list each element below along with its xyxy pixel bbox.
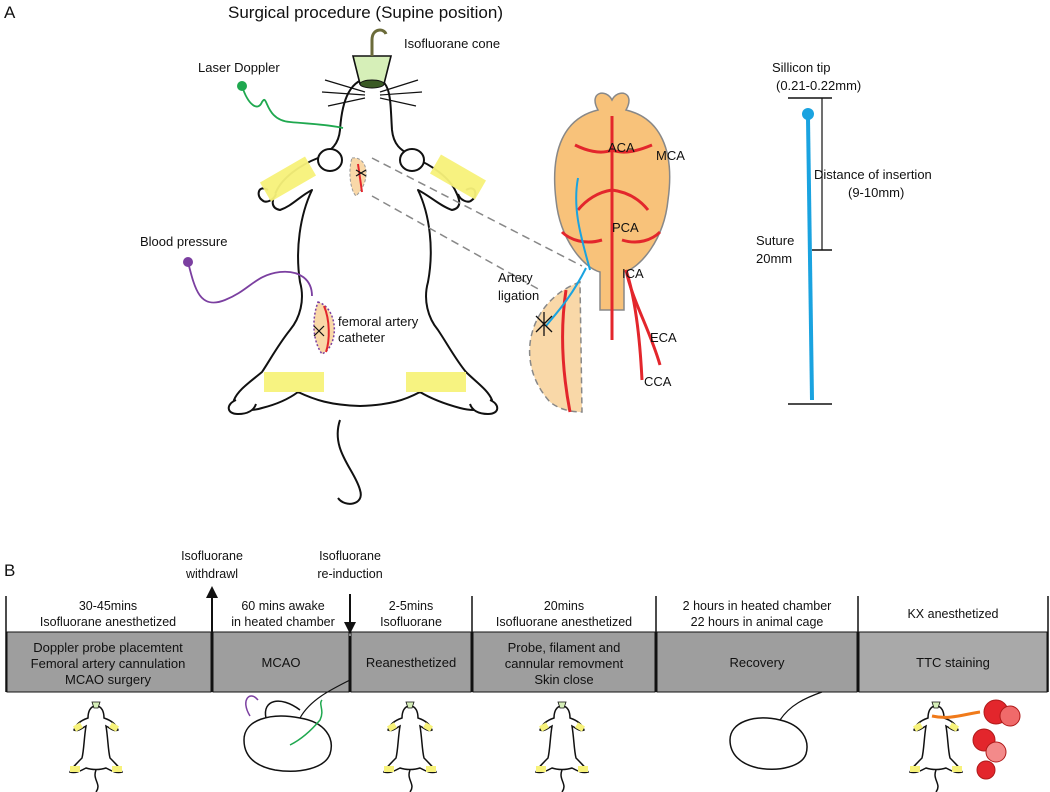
stage1-box-line1: Doppler probe placemtent	[33, 640, 183, 655]
eca-label: ECA	[650, 330, 677, 345]
panel-a-title: Surgical procedure (Supine position)	[228, 3, 503, 22]
stage4-top-line1: 20mins	[544, 599, 584, 613]
stage6-box-line1: TTC staining	[916, 655, 990, 670]
laser-doppler-label: Laser Doppler	[198, 60, 280, 75]
zoomed-ligation-view	[528, 267, 587, 413]
silicon-tip-icon	[802, 108, 814, 120]
blood-pressure-label: Blood pressure	[140, 234, 227, 249]
insertion-distance-label-line2: (9-10mm)	[848, 185, 904, 200]
suture-diagram	[788, 97, 832, 405]
artery-ligation-line2: ligation	[498, 288, 539, 303]
stage2-top-line1: 60 mins awake	[241, 599, 324, 613]
rat-body	[232, 77, 493, 411]
artery-ligation-line1: Artery	[498, 270, 533, 285]
stage3-top-line2: Isofluorane	[380, 615, 442, 629]
stage1-top-line2: Isofluorane anesthetized	[40, 615, 176, 629]
panel-a-letter: A	[4, 3, 16, 22]
arrow-reinduction-line2: re-induction	[317, 567, 382, 581]
stage4-box-line3: Skin close	[534, 672, 593, 687]
stage5-recovery-rat-icon	[729, 691, 823, 770]
insertion-distance-label-line1: Distance of insertion	[814, 167, 932, 182]
rat-ear-right	[399, 148, 425, 172]
stage-boxes	[6, 631, 1048, 693]
timeline-frame	[5, 596, 1049, 692]
tape-strips	[259, 154, 487, 392]
zoom-guide-lines	[371, 157, 583, 291]
silicon-tip-label-line1: Sillicon tip	[772, 60, 831, 75]
arrow-reinduction-line1: Isofluorane	[319, 549, 381, 563]
stage3-box-line1: Reanesthetized	[366, 655, 456, 670]
stage3-rat-icon	[383, 701, 437, 792]
isoflurane-cone-label: Isofluorane cone	[404, 36, 500, 51]
arrow-withdrawl-line2: withdrawl	[185, 567, 238, 581]
stage1-top-line1: 30-45mins	[79, 599, 137, 613]
brain-illustration	[553, 92, 671, 381]
aca-label: ACA	[608, 140, 635, 155]
femoral-incision	[313, 301, 336, 355]
laser-doppler-cable	[241, 85, 344, 129]
stage1-box-line3: MCAO surgery	[65, 672, 151, 687]
femoral-label-line1: femoral artery	[338, 314, 419, 329]
suture-label-line2: 20mm	[756, 251, 792, 266]
isoflurane-cone-icon	[351, 28, 393, 89]
arrow-withdrawl-line1: Isofluorane	[181, 549, 243, 563]
silicon-tip-label-line2: (0.21-0.22mm)	[776, 78, 861, 93]
cca-label: CCA	[644, 374, 672, 389]
stage2-awake-rat-icon	[243, 679, 351, 772]
ttc-brain-slices-icon	[909, 699, 1021, 792]
mca-label: MCA	[656, 148, 685, 163]
pca-label: PCA	[612, 220, 639, 235]
stage4-top-line2: Isofluorane anesthetized	[496, 615, 632, 629]
femoral-label-line2: catheter	[338, 330, 386, 345]
stage4-box-line1: Probe, filament and	[508, 640, 621, 655]
stage3-top-line1: 2-5mins	[389, 599, 433, 613]
ica-label: ICA	[622, 266, 644, 281]
stage5-top-line2: 22 hours in animal cage	[691, 615, 824, 629]
rat-tail	[336, 419, 362, 505]
panel-b-letter: B	[4, 561, 15, 580]
blood-pressure-cable	[187, 261, 313, 304]
stage5-top-line1: 2 hours in heated chamber	[683, 599, 832, 613]
rat-paw-hind-left	[227, 399, 257, 415]
rat-whiskers	[321, 79, 423, 107]
stage6-top-line1: KX anesthetized	[907, 607, 998, 621]
stage1-box-line2: Femoral artery cannulation	[31, 656, 186, 671]
rat-ear-left	[317, 148, 343, 172]
stage5-box-line1: Recovery	[730, 655, 785, 670]
rat-paw-hind-right	[469, 399, 499, 415]
rat-illustration	[227, 77, 499, 505]
stage4-rat-icon	[535, 701, 589, 792]
stage1-rat-icon	[69, 701, 123, 792]
stage4-box-line2: cannular removment	[505, 656, 624, 671]
stage2-box-line1: MCAO	[262, 655, 301, 670]
suture-label-line1: Suture	[756, 233, 794, 248]
stage2-top-line2: in heated chamber	[231, 615, 335, 629]
neck-incision	[349, 157, 367, 197]
